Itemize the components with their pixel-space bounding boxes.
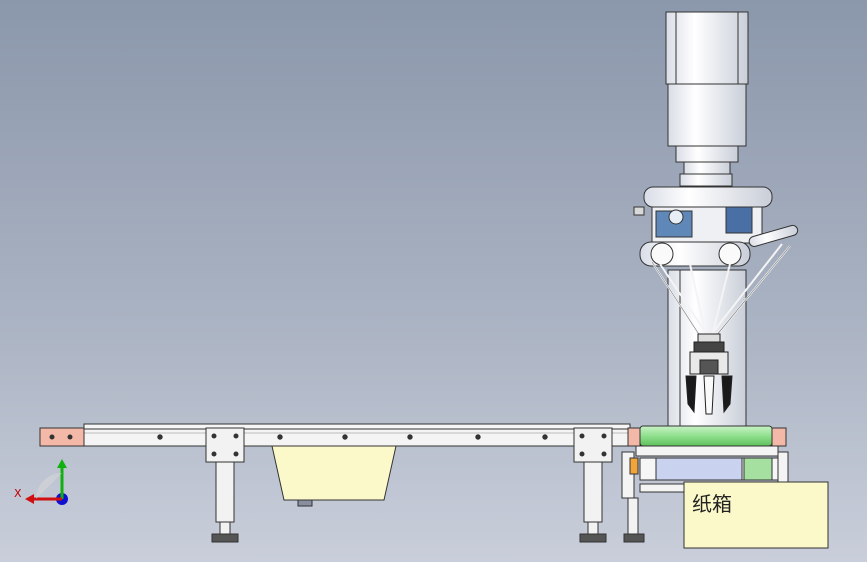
x-axis-label: X — [14, 487, 22, 500]
conveyor-leg — [573, 427, 613, 543]
carton-box — [683, 481, 829, 549]
carton-label: 纸箱 — [692, 492, 732, 516]
delta-robot-head — [633, 186, 799, 267]
conveyor-leg — [205, 427, 245, 543]
gripper — [685, 333, 733, 415]
conveyor-left — [39, 423, 631, 447]
drive-guard — [271, 445, 397, 507]
